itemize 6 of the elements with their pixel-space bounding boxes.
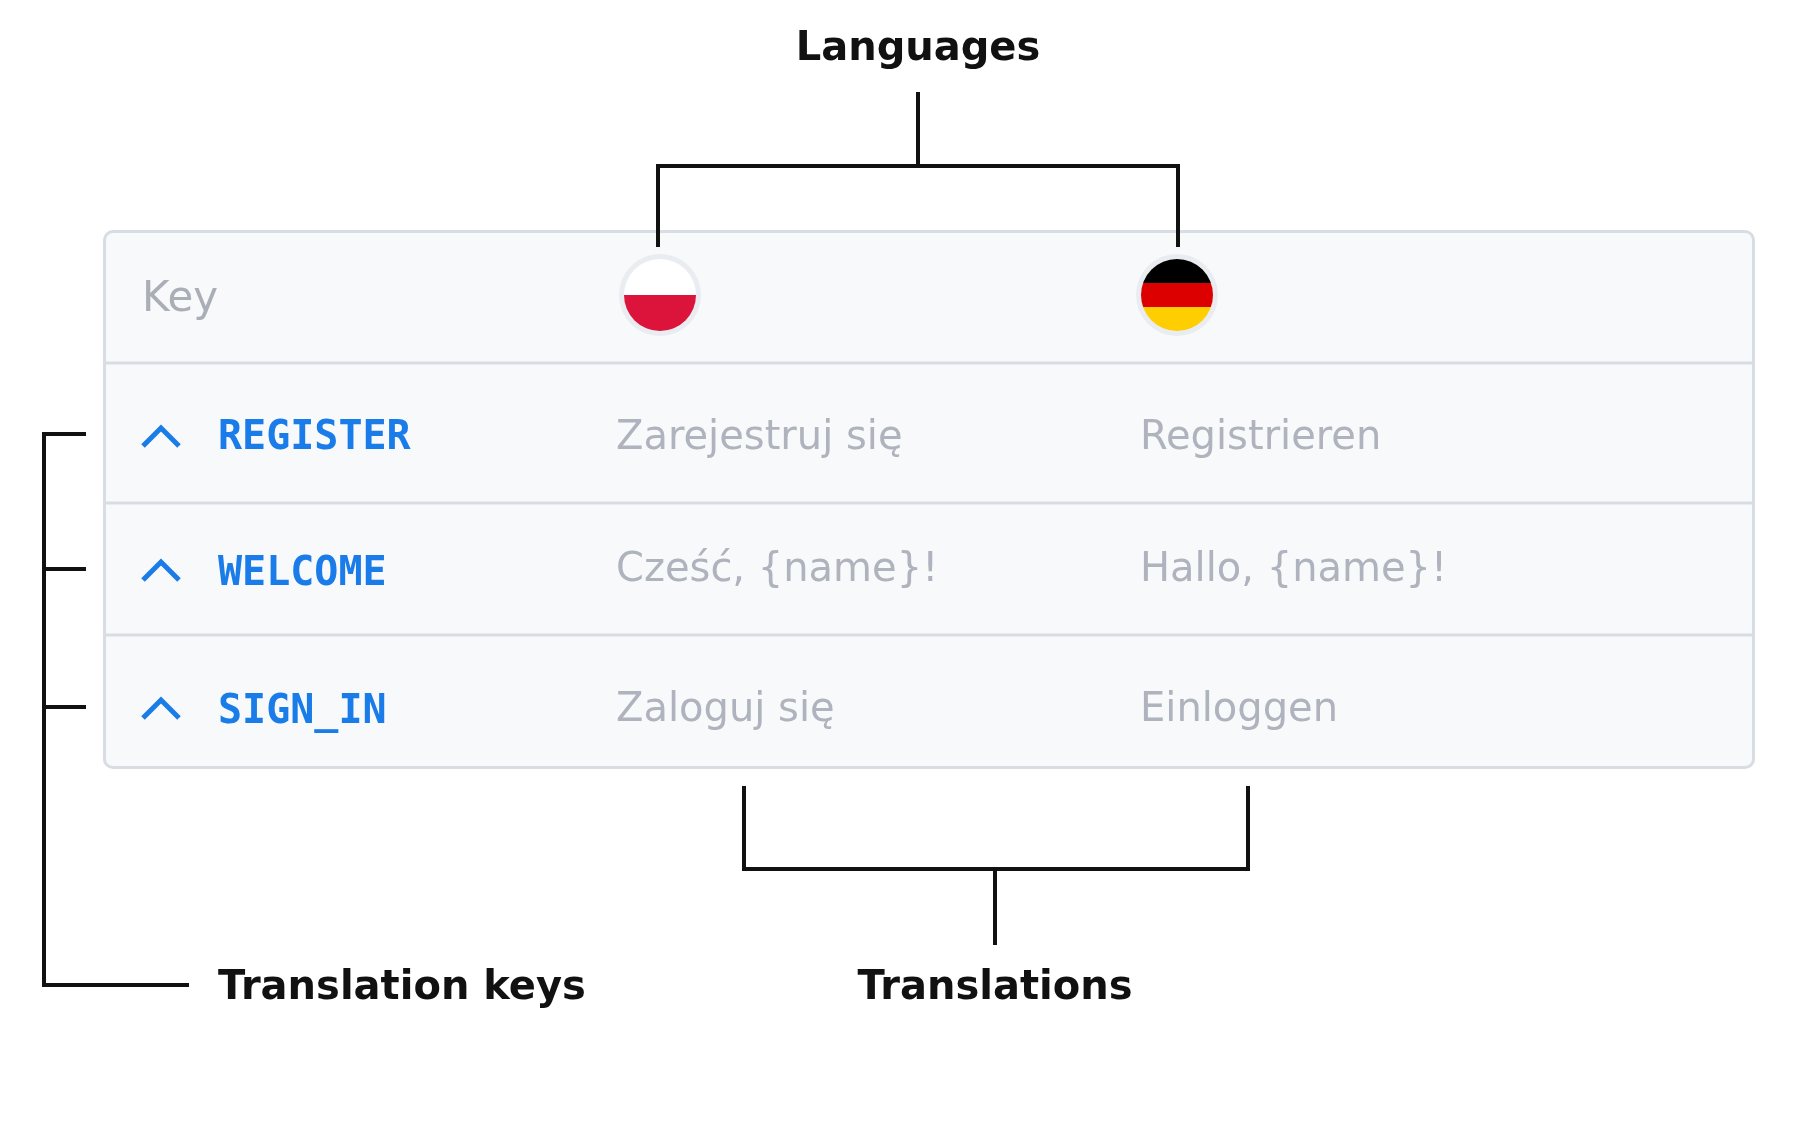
translation-text: Cześć, {name}! bbox=[616, 547, 939, 587]
translation-key: WELCOME bbox=[218, 551, 387, 591]
column-header: Key bbox=[142, 276, 219, 318]
callout-label: Translations bbox=[857, 965, 1133, 1005]
translation-text: Hallo, {name}! bbox=[1140, 547, 1448, 587]
translation-key: REGISTER bbox=[218, 415, 411, 455]
